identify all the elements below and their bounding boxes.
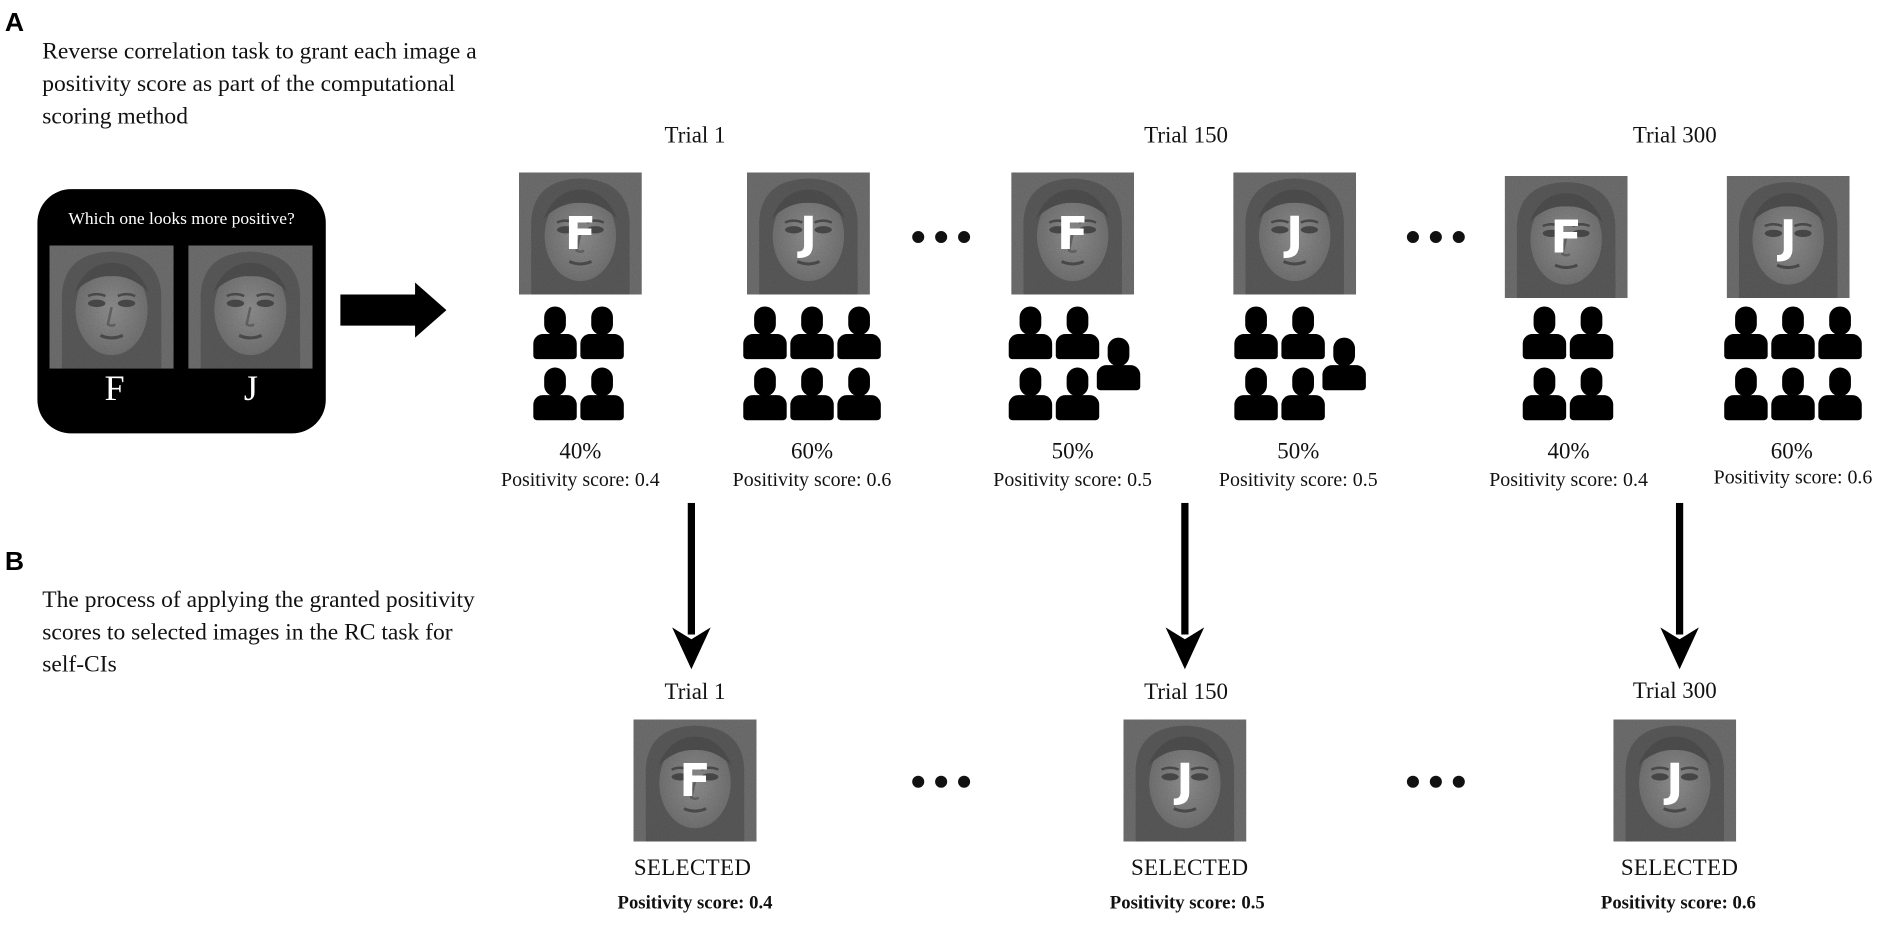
- selected-score-t1: Positivity score: 0.4: [617, 893, 773, 914]
- choice-dialog: Which one looks more positive? F J: [37, 189, 326, 434]
- selected-face-t150: J: [1123, 720, 1246, 842]
- person-icon: [1234, 367, 1278, 425]
- key-letter: F: [679, 754, 711, 807]
- ellipsis-icon: [912, 230, 971, 244]
- percent-t150-f: 50%: [1051, 439, 1094, 465]
- stimulus-face-t300-f: F: [1505, 176, 1628, 298]
- stimulus-face-t1-f: F: [519, 172, 642, 294]
- score-t300-f: Positivity score: 0.4: [1489, 468, 1648, 491]
- person-icon: [1569, 367, 1614, 425]
- person-icon: [1771, 306, 1815, 363]
- person-icon: [790, 306, 834, 363]
- person-icon: [743, 306, 787, 363]
- arrow-right-icon: [340, 282, 447, 338]
- key-letter: J: [1779, 210, 1797, 264]
- stimulus-face-t300-j: J: [1727, 176, 1850, 298]
- ellipsis-icon: [912, 775, 971, 789]
- person-icon: [533, 367, 577, 425]
- selected-label-t1: SELECTED: [633, 855, 752, 882]
- person-icon: [1818, 306, 1862, 363]
- person-icon: [837, 306, 881, 363]
- trial-label-bottom-300: Trial 300: [1632, 678, 1717, 704]
- key-letter: F: [564, 207, 597, 260]
- person-icon: [1724, 306, 1768, 363]
- score-t1-f: Positivity score: 0.4: [501, 468, 660, 491]
- selected-label-t150: SELECTED: [1130, 855, 1249, 882]
- trial-label-top-150: Trial 150: [1144, 123, 1229, 149]
- panel-a-label: A: [4, 7, 25, 38]
- panel-b-description: The process of applying the granted posi…: [42, 587, 475, 678]
- ellipsis-icon: [1406, 775, 1465, 789]
- score-t1-j: Positivity score: 0.6: [732, 468, 892, 491]
- selected-face-t1: F: [633, 720, 756, 842]
- percent-t1-j: 60%: [791, 439, 834, 465]
- score-t150-f: Positivity score: 0.5: [993, 468, 1153, 491]
- person-icon: [1771, 367, 1815, 425]
- person-icon: [1008, 367, 1053, 425]
- person-icon: [1096, 337, 1141, 395]
- person-icon: [1724, 367, 1768, 425]
- percent-t300-j: 60%: [1770, 439, 1813, 465]
- person-icon: [580, 306, 624, 363]
- panel-a-description: Reverse correlation task to grant each i…: [42, 39, 477, 130]
- person-icon: [790, 367, 834, 425]
- key-letter: F: [1550, 210, 1582, 264]
- arrow-down-icon: [1660, 502, 1699, 670]
- selected-score-t300: Positivity score: 0.6: [1600, 893, 1756, 914]
- selected-label-t300: SELECTED: [1620, 855, 1739, 882]
- right-face-image: [188, 245, 312, 368]
- ellipsis-icon: [1406, 230, 1465, 244]
- trial-label-top-1: Trial 1: [664, 123, 726, 149]
- left-face-image: [49, 245, 173, 368]
- percent-t300-f: 40%: [1547, 439, 1590, 465]
- arrow-down-icon: [672, 502, 711, 670]
- key-letter: J: [1176, 754, 1194, 807]
- percent-t150-j: 50%: [1277, 439, 1320, 465]
- person-icon: [1234, 306, 1278, 363]
- selected-face-t300: J: [1613, 720, 1736, 842]
- stimulus-face-t150-f: F: [1011, 172, 1134, 294]
- person-icon: [1522, 367, 1567, 425]
- person-icon: [533, 306, 577, 363]
- person-icon: [1818, 367, 1862, 425]
- left-key-label: F: [104, 368, 125, 409]
- arrow-down-icon: [1165, 502, 1205, 670]
- person-icon: [1522, 306, 1567, 363]
- stimulus-face-t150-j: J: [1233, 172, 1356, 294]
- person-icon: [1569, 306, 1614, 363]
- key-letter: J: [1286, 207, 1304, 260]
- stimulus-face-t1-j: J: [747, 172, 870, 294]
- dialog-question: Which one looks more positive?: [68, 209, 295, 229]
- key-letter: F: [1057, 207, 1089, 260]
- trial-label-top-300: Trial 300: [1632, 123, 1717, 149]
- key-letter: J: [799, 207, 817, 260]
- person-icon: [1322, 337, 1366, 395]
- person-icon: [1055, 367, 1100, 425]
- panel-b-label: B: [4, 545, 25, 576]
- key-letter: J: [1666, 754, 1684, 807]
- person-icon: [1281, 306, 1325, 363]
- selected-score-t150: Positivity score: 0.5: [1109, 893, 1265, 914]
- right-key-label: J: [243, 368, 259, 409]
- person-icon: [1281, 367, 1325, 425]
- person-icon: [837, 367, 881, 425]
- person-icon: [743, 367, 787, 425]
- person-icon: [1055, 306, 1100, 363]
- person-icon: [580, 367, 624, 425]
- score-t300-j: Positivity score: 0.6: [1713, 465, 1873, 489]
- score-t150-j: Positivity score: 0.5: [1218, 468, 1378, 491]
- person-icon: [1008, 306, 1053, 363]
- trial-label-bottom-1: Trial 1: [664, 680, 726, 706]
- percent-t1-f: 40%: [559, 439, 602, 465]
- trial-label-bottom-150: Trial 150: [1144, 680, 1229, 706]
